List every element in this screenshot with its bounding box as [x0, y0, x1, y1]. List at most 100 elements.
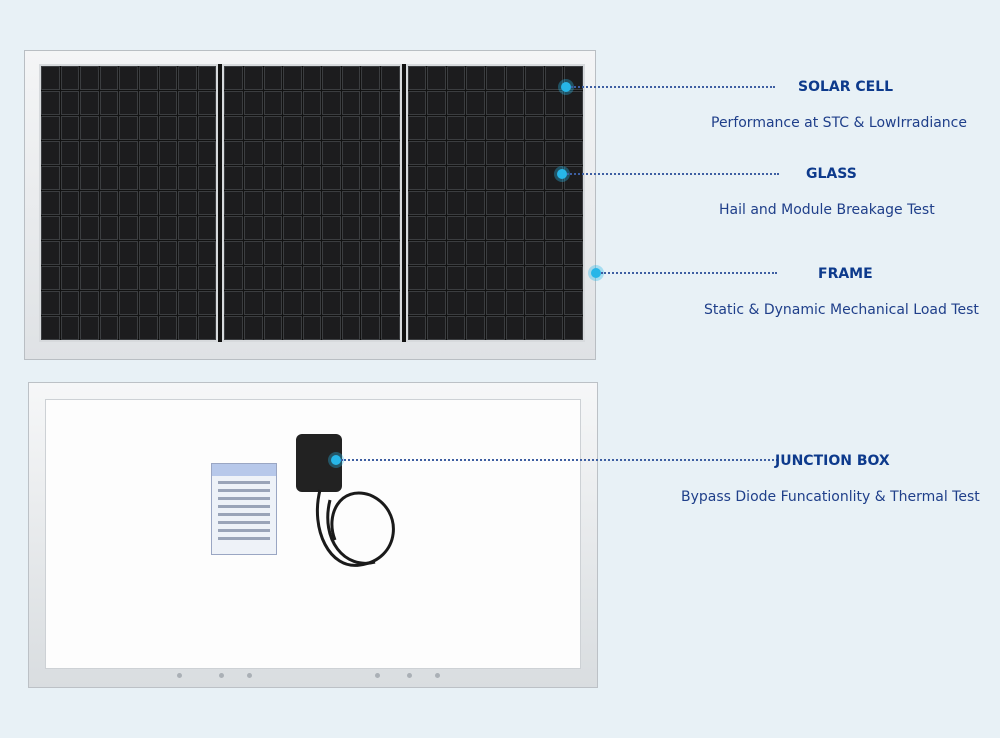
solar-cell: [486, 91, 505, 115]
solar-cell: [525, 266, 544, 290]
solar-cell: [381, 91, 400, 115]
solar-cell: [564, 141, 583, 165]
solar-cell: [60, 116, 80, 140]
solar-cell: [341, 316, 361, 340]
solar-cell: [263, 116, 283, 140]
solar-cell: [322, 266, 341, 290]
solar-cell: [41, 291, 60, 315]
solar-cell: [224, 216, 243, 240]
solar-cell: [341, 216, 361, 240]
solar-cell: [361, 316, 381, 340]
solar-cell: [99, 116, 119, 140]
solar-cell: [564, 216, 583, 240]
solar-cell: [41, 116, 60, 140]
solar-cell: [544, 116, 564, 140]
solar-cell: [119, 216, 138, 240]
solar-cell: [341, 66, 361, 90]
solar-cell: [407, 141, 427, 165]
solar-cell: [99, 141, 119, 165]
frame-marker: [591, 268, 601, 278]
solar-cell: [564, 166, 583, 190]
solar-cell: [407, 241, 427, 265]
glass-leader: [567, 173, 779, 175]
solar-cell: [486, 116, 505, 140]
solar-cell: [544, 191, 564, 215]
solar-cell: [158, 216, 178, 240]
solar-cell: [224, 266, 243, 290]
solar-cell: [302, 241, 322, 265]
solar-cell: [446, 241, 466, 265]
solar-cell: [197, 216, 217, 240]
solar-cell: [138, 241, 158, 265]
solar-cell: [80, 266, 99, 290]
solar-cell: [446, 266, 466, 290]
solar-cell: [361, 91, 381, 115]
solar-cell: [361, 191, 381, 215]
solar-cell: [381, 116, 400, 140]
solar-cell: [263, 66, 283, 90]
solar-cell: [99, 316, 119, 340]
solar-panel-front-image: [24, 50, 596, 360]
product-label-image: [211, 463, 277, 555]
solar-cell: [486, 266, 505, 290]
solar-cell: [564, 116, 583, 140]
solar-cell: [466, 166, 486, 190]
solar-cell: [119, 241, 138, 265]
solar-cell: [41, 266, 60, 290]
solar-cell: [158, 66, 178, 90]
solar-cell: [197, 141, 217, 165]
solar-cell: [341, 241, 361, 265]
solar-cell: [158, 116, 178, 140]
solar-cell: [505, 266, 525, 290]
solar-cell: [544, 141, 564, 165]
solar-cell: [138, 216, 158, 240]
solar-cell: [466, 91, 486, 115]
solar-cell: [99, 191, 119, 215]
solar-cell: [525, 241, 544, 265]
solar-cell: [544, 291, 564, 315]
solar-cell: [505, 191, 525, 215]
solar-cell: [361, 141, 381, 165]
solar-cell: [302, 316, 322, 340]
solar-cell: [283, 191, 302, 215]
solar-cell: [466, 66, 486, 90]
solar-cell: [243, 191, 263, 215]
solar-cell: [525, 141, 544, 165]
cell-block: [405, 64, 585, 342]
solar-cell: [446, 91, 466, 115]
solar-cell: [224, 166, 243, 190]
solar-cell: [158, 241, 178, 265]
solar-cell: [158, 141, 178, 165]
solar-cell: [381, 216, 400, 240]
solar-cell: [341, 141, 361, 165]
solar-cell: [407, 191, 427, 215]
solar-cell: [302, 191, 322, 215]
solar-cell: [407, 66, 427, 90]
solar-cell: [138, 316, 158, 340]
solar-cell: [138, 66, 158, 90]
solar-cell: [341, 91, 361, 115]
solar-cell: [361, 266, 381, 290]
solar-cell: [60, 141, 80, 165]
solar-cell: [138, 266, 158, 290]
solar-cell: [486, 66, 505, 90]
solar-cell: [99, 241, 119, 265]
solar-cell: [197, 291, 217, 315]
solar-cell: [381, 291, 400, 315]
solar-cell: [99, 216, 119, 240]
solar-cell: [427, 241, 446, 265]
solar-cell: [41, 91, 60, 115]
solar-cell: [243, 141, 263, 165]
solar-cell: [446, 191, 466, 215]
solar-cell: [525, 91, 544, 115]
solar-cell: [178, 141, 197, 165]
solar-cell: [302, 266, 322, 290]
solar-cell: [243, 316, 263, 340]
solar-cell: [505, 241, 525, 265]
solar-cell: [80, 66, 99, 90]
solar-cell: [99, 291, 119, 315]
solar-cell: [466, 216, 486, 240]
solar-cell: [446, 66, 466, 90]
solar-cell: [119, 191, 138, 215]
